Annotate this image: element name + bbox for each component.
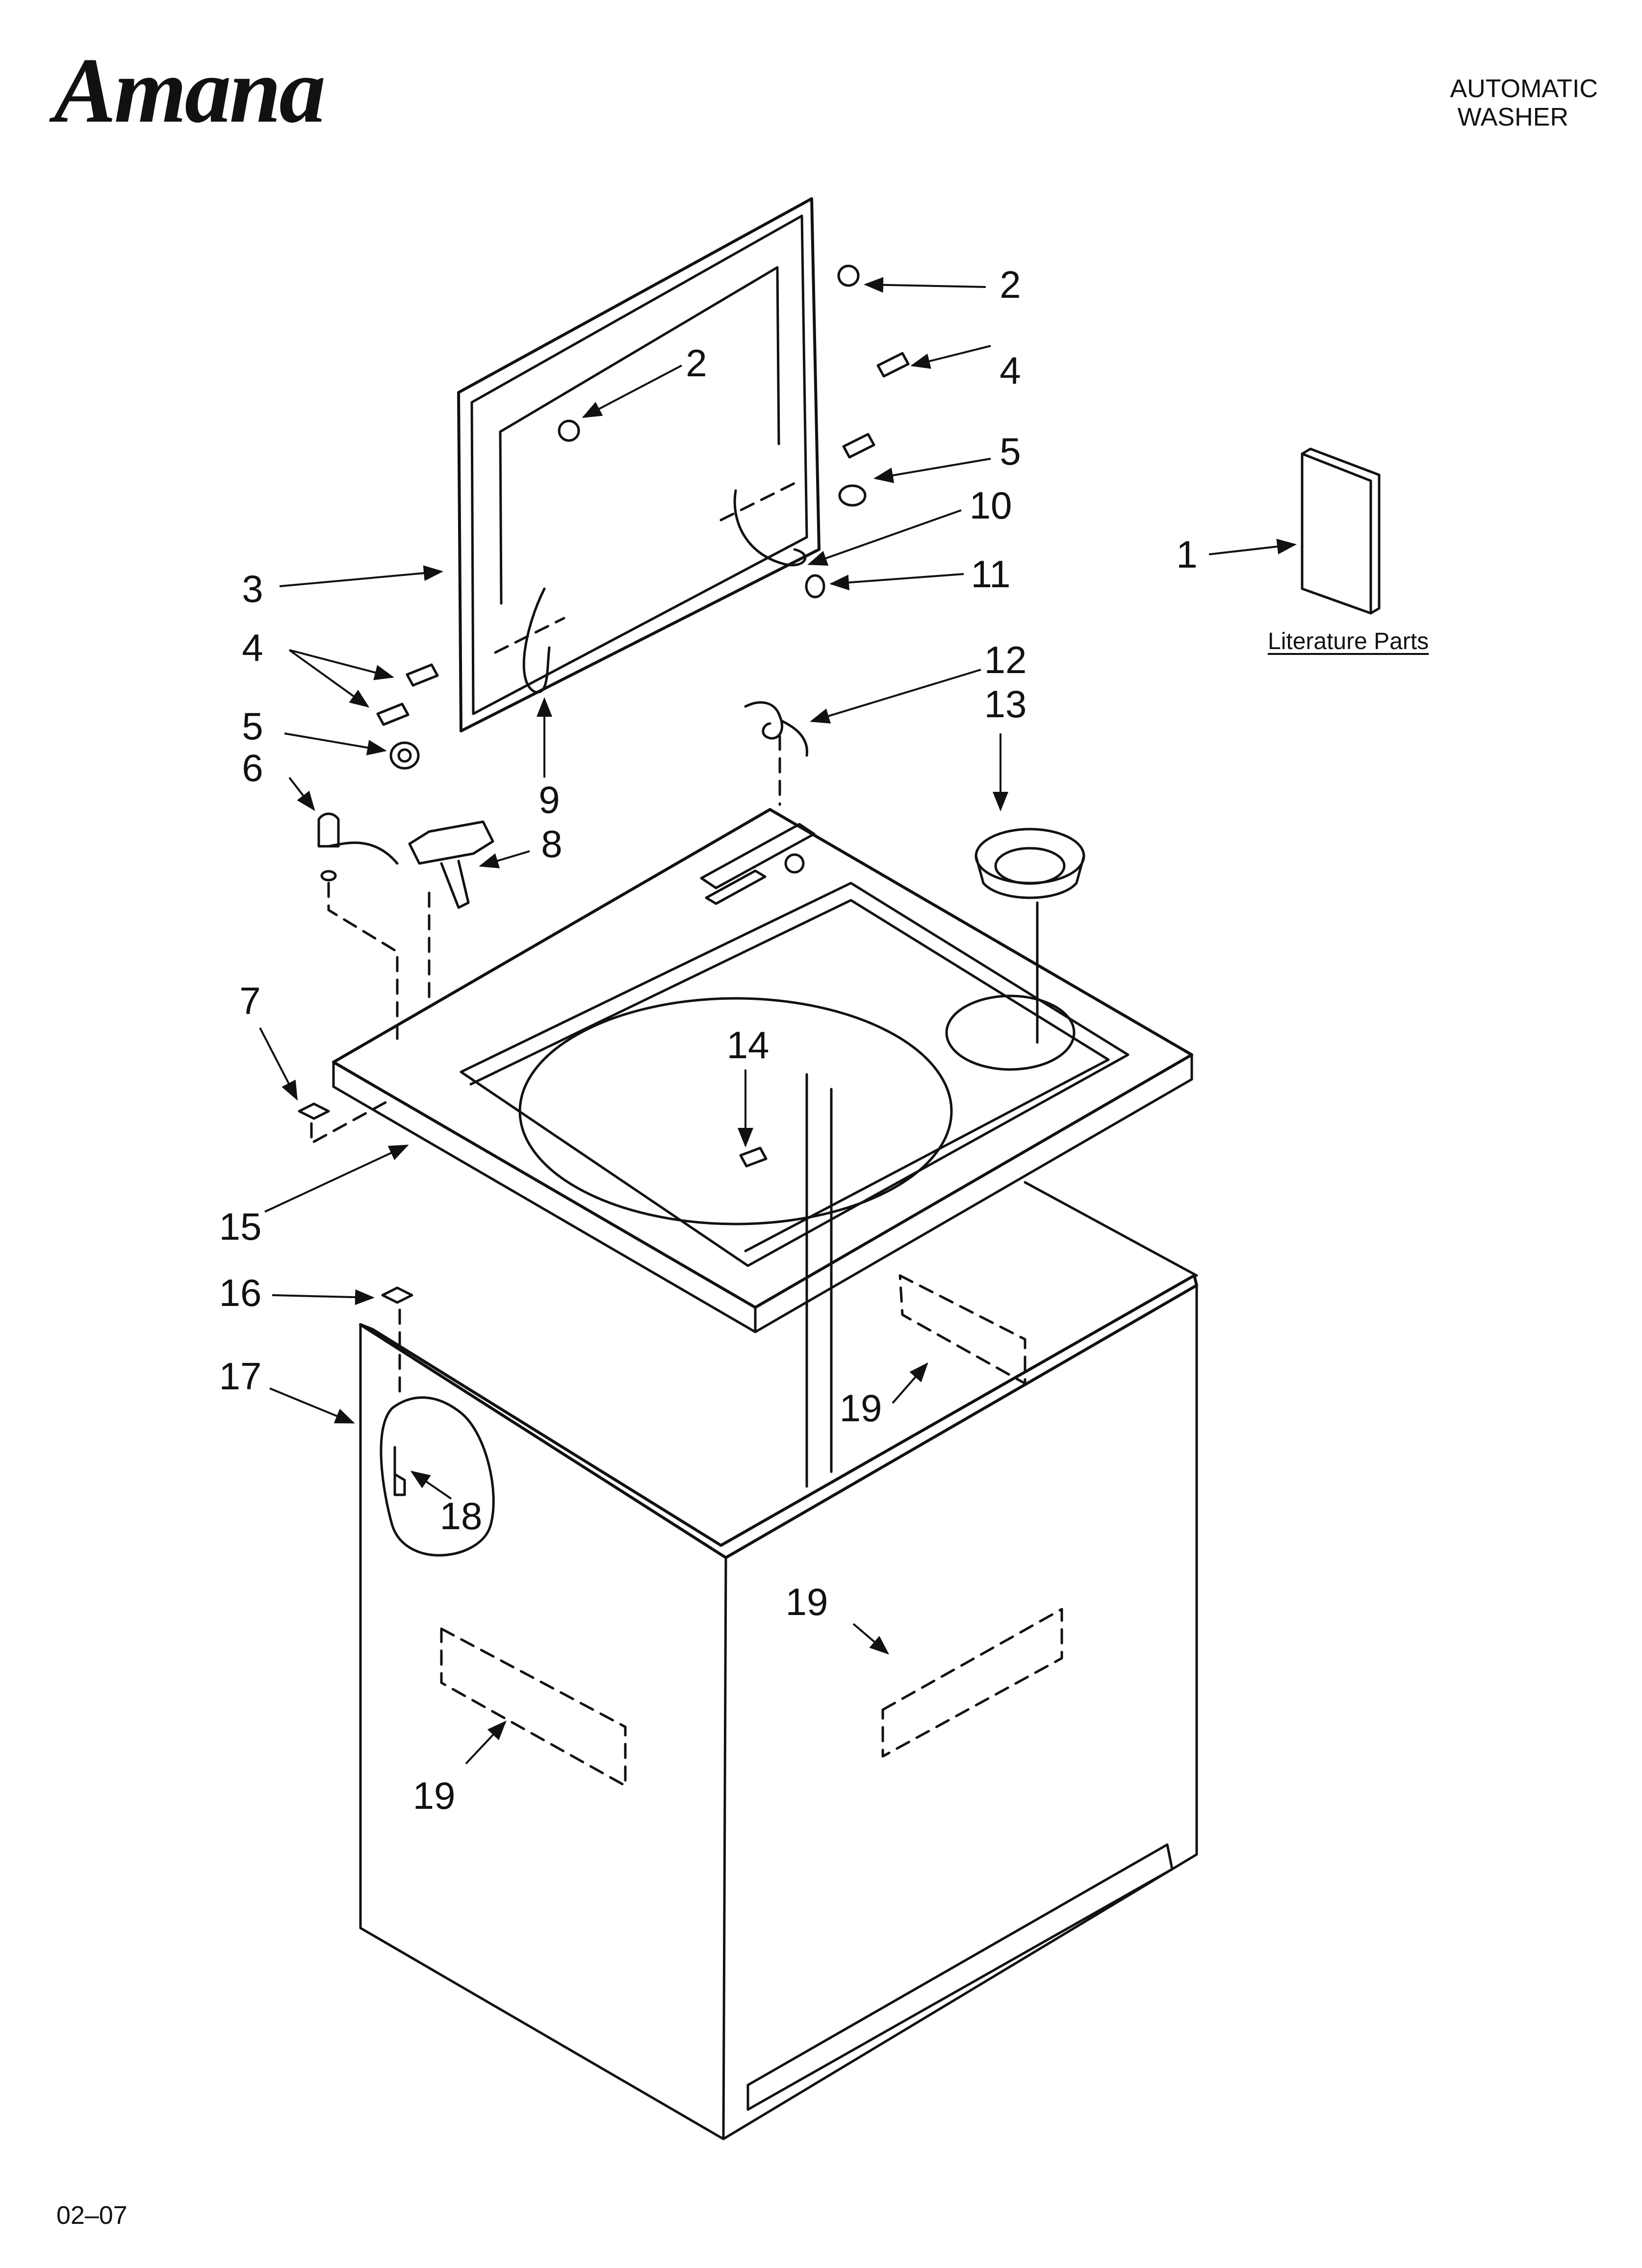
callout-1-literature: 1	[1176, 533, 1198, 576]
header-line-2: WASHER	[1457, 103, 1568, 131]
lid-fasteners	[376, 264, 910, 770]
callout-5-bushing-left: 5	[242, 704, 263, 748]
lid-drawing	[457, 197, 821, 732]
callout-19-side-label: 19	[785, 1580, 828, 1623]
header-line-1: AUTOMATIC	[1450, 75, 1598, 103]
footer-revision-code: 02–07	[56, 2201, 128, 2230]
callout-10-hinge-rod: 10	[969, 484, 1012, 527]
callout-9-hinge: 9	[539, 778, 560, 821]
dispenser-cup-drawing	[975, 828, 1085, 1044]
cabinet-drawing	[359, 1073, 1198, 2140]
brand-logo: Amana	[54, 39, 326, 142]
callout-15-top: 15	[219, 1205, 262, 1248]
callout-16-clip: 16	[219, 1271, 262, 1314]
callout-19-rear-label: 19	[839, 1386, 882, 1430]
callout-13-dispenser: 13	[984, 682, 1027, 726]
lid-hinge-rods	[494, 479, 807, 694]
callout-7-clip: 7	[239, 979, 261, 1022]
literature-booklet-drawing	[1301, 447, 1381, 615]
washer-top-drawing	[332, 808, 1193, 1333]
callout-14-screw: 14	[726, 1023, 770, 1067]
callout-arrows	[259, 277, 1297, 1765]
small-clips-drawing	[298, 1100, 413, 1304]
callout-17-cabinet: 17	[219, 1355, 262, 1398]
callout-19-front-label: 19	[412, 1774, 456, 1817]
callout-2-lid-bumper-right: 2	[1000, 263, 1021, 306]
callout-5-bushing-right: 5	[1000, 430, 1021, 473]
top-screw-drawing	[739, 1147, 768, 1168]
callout-6-ground-screw: 6	[242, 746, 263, 789]
callout-4-screw-left: 4	[242, 626, 263, 669]
callout-4-screw-right: 4	[1000, 349, 1021, 392]
callout-11-spacer: 11	[971, 552, 1011, 596]
clip-drawing	[744, 701, 808, 806]
callout-8-lid-switch: 8	[541, 822, 563, 865]
literature-parts-label: Literature Parts	[1268, 628, 1429, 654]
callout-18-screw: 18	[439, 1494, 483, 1538]
lid-switch-drawing	[317, 812, 494, 1042]
callout-12-clip: 12	[984, 638, 1027, 681]
callout-2-lid-bumper-left: 2	[686, 341, 707, 385]
callout-3-lid: 3	[242, 567, 263, 610]
